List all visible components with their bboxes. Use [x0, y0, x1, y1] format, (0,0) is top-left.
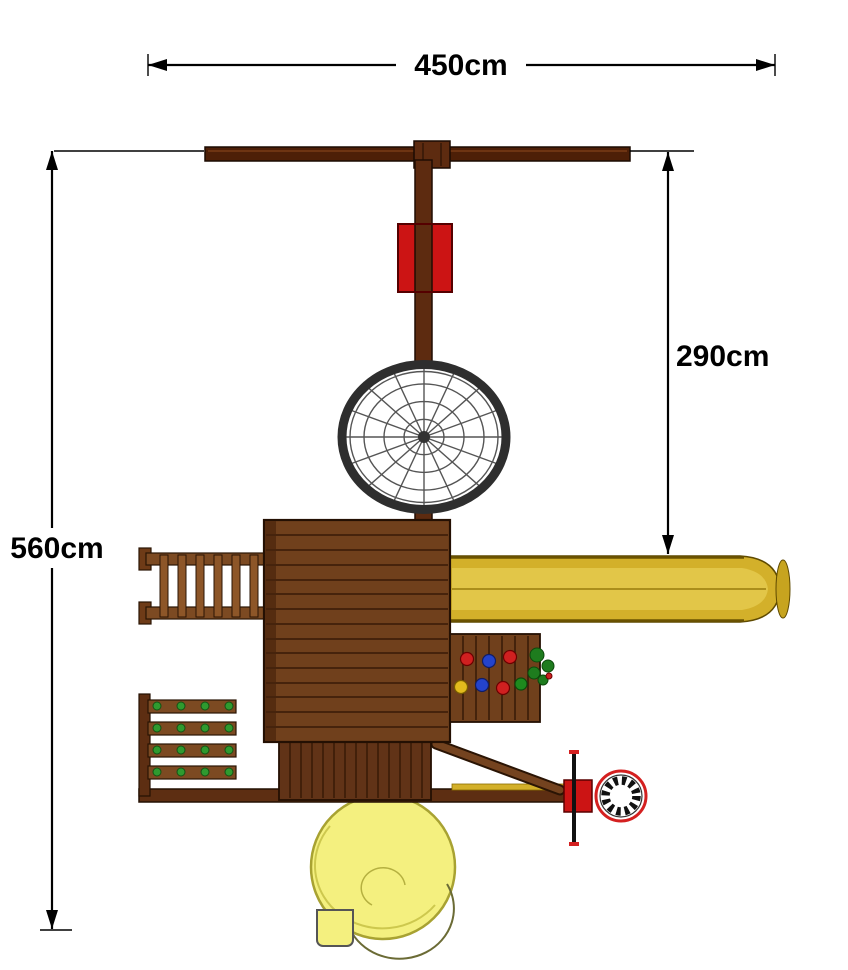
- lower-cabin: [278, 740, 432, 801]
- step-stack-slats: [147, 699, 237, 780]
- wave-slide: [449, 555, 791, 623]
- height-arrow-bottom: [46, 910, 58, 929]
- tower-body: [262, 518, 452, 744]
- red-panel-outline: [397, 223, 453, 293]
- width-arrow-left: [148, 59, 167, 71]
- deck-arrow-top: [662, 152, 674, 171]
- basketball-rim-inner: [599, 774, 643, 818]
- tower-slats: [266, 534, 448, 728]
- dimension-width: 450cm: [147, 49, 776, 82]
- tube-slide-inner-curve: [360, 867, 406, 906]
- height-arrow-top: [46, 151, 58, 170]
- dimension-label-width: 450cm: [414, 49, 507, 82]
- web-spokes: [346, 368, 502, 506]
- climbing-wall: [449, 633, 555, 723]
- web-frame-ring: [337, 360, 511, 514]
- basketball-backboard-edge: [572, 752, 576, 844]
- backboard-trim-bottom: [569, 842, 579, 846]
- width-arrow-right: [756, 59, 775, 71]
- tower-left-shade: [265, 521, 276, 741]
- deck-arrow-bottom: [662, 535, 674, 554]
- plant-decoration: [527, 647, 555, 686]
- climbing-holds: [453, 649, 528, 696]
- step-stack-pegs: [152, 701, 234, 777]
- dimension-deck-span: 290cm: [630, 150, 769, 554]
- lower-cabin-body: [278, 740, 432, 801]
- web-hub: [418, 431, 430, 443]
- spider-web-net: [337, 360, 511, 514]
- swing-beam: [204, 140, 631, 169]
- step-stack: [138, 693, 237, 797]
- tube-slide-exit: [316, 909, 354, 947]
- basketball-mount: [563, 779, 593, 813]
- web-rings: [349, 370, 499, 504]
- horizontal-ladder: [138, 547, 269, 625]
- main-tower-roof: [262, 518, 452, 744]
- climbing-wall-body: [449, 633, 541, 723]
- dimension-height: 560cm: [10, 150, 204, 931]
- basketball-net: [601, 776, 641, 816]
- backboard-trim-top: [569, 750, 579, 754]
- dimension-label-height: 560cm: [10, 532, 103, 565]
- tube-slide-edge: [351, 883, 455, 960]
- dimension-label-deck-span: 290cm: [676, 340, 769, 373]
- lower-cabin-slats: [289, 743, 423, 798]
- climbing-wall-slats: [462, 636, 529, 720]
- basketball-hoop: [563, 750, 648, 846]
- slide-end-cap: [775, 559, 791, 619]
- diagonal-brace: [430, 738, 566, 796]
- basketball-net-center: [612, 787, 630, 805]
- tube-slide: [309, 793, 457, 960]
- ladder-rungs: [159, 554, 259, 618]
